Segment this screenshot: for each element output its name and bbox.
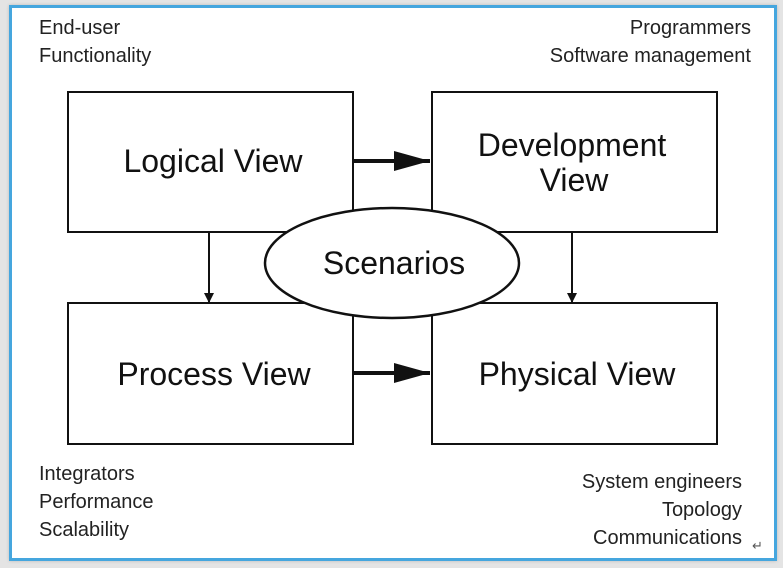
scenarios-ellipse: Scenarios [263,206,521,320]
note-top-right: Programmers Software management [550,14,751,70]
logical-view-label: Logical View [123,143,303,179]
note-line: Functionality [39,45,152,67]
note-line: End-user [39,17,121,39]
note-line: Scalability [39,519,130,541]
return-mark-icon: ↵ [752,538,763,553]
process-view-label: Process View [117,356,311,392]
note-line: System engineers [581,471,742,493]
note-line: Software management [549,45,751,67]
development-view-box: Development View [431,91,718,233]
note-bottom-left: Integrators Performance Scalability [39,460,154,544]
note-bottom-right: System engineers Topology Communications [582,468,742,552]
note-line: Programmers [629,17,751,39]
physical-view-box: Physical View [431,302,718,445]
development-view-label-1: Development [478,127,667,163]
logical-view-box: Logical View [67,91,354,233]
process-view-box: Process View [67,302,354,445]
development-view-label-2: View [540,162,610,198]
scenarios-label: Scenarios [323,245,465,281]
note-top-left: End-user Functionality [39,14,151,70]
note-line: Topology [661,499,742,521]
note-line: Communications [593,527,742,549]
note-line: Performance [39,491,154,513]
physical-view-label: Physical View [479,356,677,392]
note-line: Integrators [39,463,135,485]
